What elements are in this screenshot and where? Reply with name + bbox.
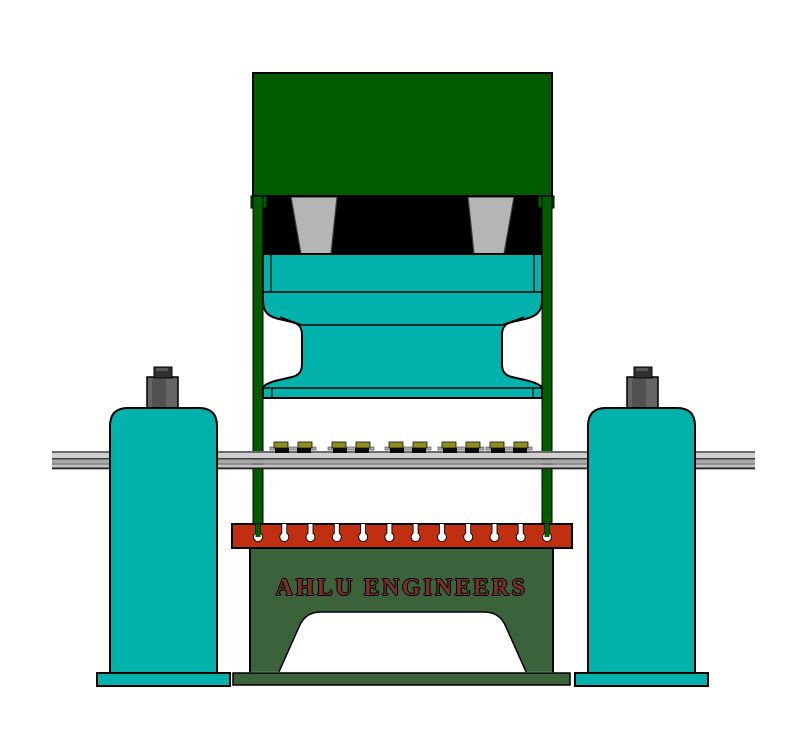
post-end-in-slot-left — [255, 524, 261, 537]
press-crown — [252, 72, 553, 197]
frame-post-left — [252, 195, 264, 541]
brand-text: AHLU ENGINEERS — [275, 575, 528, 601]
support-column-right — [574, 366, 709, 687]
column-foot-left — [96, 672, 231, 687]
column-cap-nub-left — [153, 366, 173, 379]
column-foot-right — [574, 672, 709, 687]
column-cap-nub-right — [633, 366, 653, 379]
post-end-in-slot-right — [544, 524, 550, 537]
machine-base — [232, 547, 571, 686]
column-cap-left — [146, 376, 179, 409]
base-arch-opening — [276, 611, 529, 675]
frame-post-right — [541, 195, 553, 541]
base-foot-plate — [232, 672, 571, 686]
bed-bar — [231, 523, 573, 549]
moving-platen — [262, 253, 543, 399]
support-column-left — [96, 366, 231, 687]
column-cap-right — [626, 376, 659, 409]
